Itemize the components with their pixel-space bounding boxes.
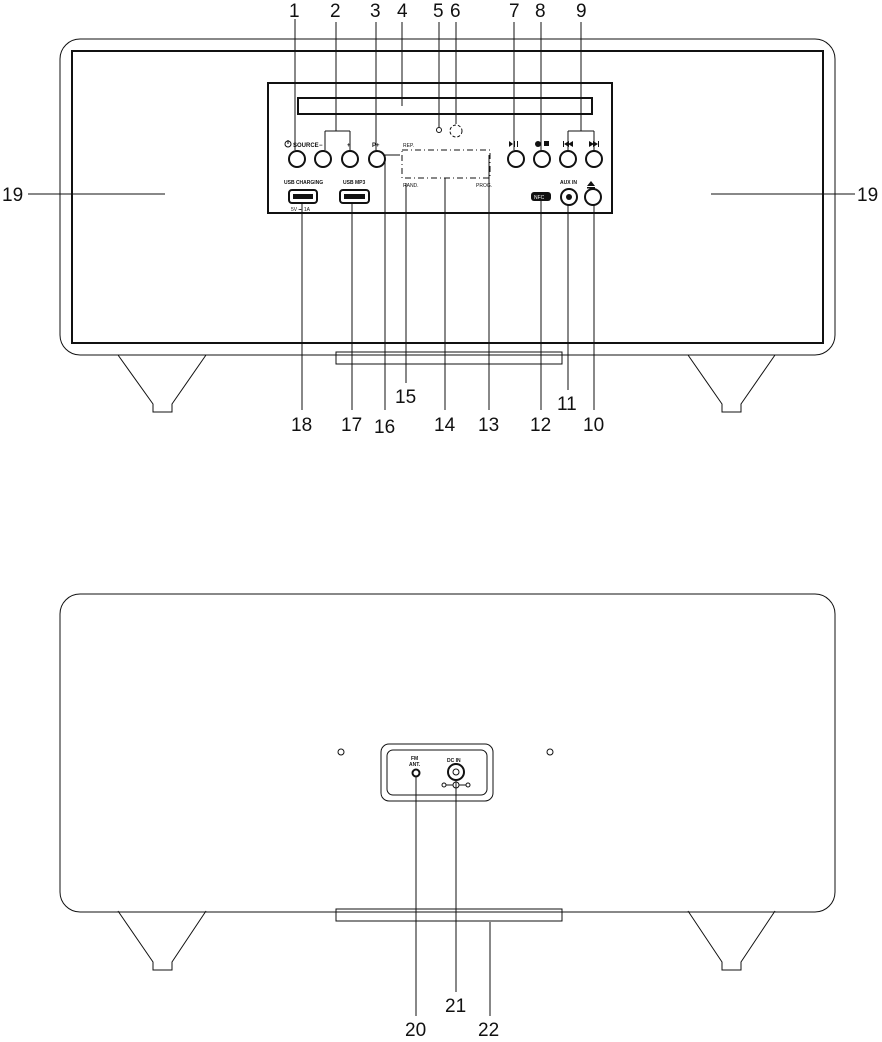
callout-15: 15 [395,387,416,408]
callout-6: 6 [450,1,461,22]
cd-slot [297,97,593,115]
front-cabinet-outer [59,38,836,356]
rear-connector-panel [380,743,494,802]
aux-in-jack-center [566,194,572,200]
callout-12: 12 [530,415,551,436]
front-cabinet-grille [71,50,824,344]
next-track-button[interactable] [585,150,603,168]
control-panel [267,82,613,214]
usb-mp3-port[interactable] [339,189,370,204]
callout-19-left: 19 [2,185,23,206]
aux-in-jack[interactable] [560,188,578,206]
rear-left-foot [117,910,207,971]
rep-label: REP. [403,143,414,149]
callout-13: 13 [478,415,499,436]
fm-antenna-socket[interactable] [411,768,421,778]
front-bottom-bar [335,351,563,365]
front-right-foot [687,354,776,413]
cd-stop-button[interactable] [533,150,551,168]
rear-leader-lines [415,777,491,1016]
aux-in-label: AUX IN [560,180,577,186]
callout-19-right: 19 [857,185,878,206]
callout-8: 8 [535,1,546,22]
callout-4: 4 [397,1,408,22]
rear-connector-panel-inner [386,749,488,796]
infrared-sensor-icon [449,124,463,138]
volume-down-label: − [319,143,323,149]
callout-5: 5 [433,1,444,22]
callout-10: 10 [583,415,604,436]
callout-11: 11 [557,394,577,415]
rear-view: FM ANT. DC IN 20 21 22 [59,593,836,1041]
fm-ant-label-line1: FM [411,756,418,762]
nfc-label: NFC [534,195,545,201]
usb-charging-port[interactable] [288,189,318,204]
volume-down-button[interactable] [314,150,332,168]
callout-16: 16 [374,417,395,438]
power-icon [284,140,292,148]
usb-charging-label: USB CHARGING [284,180,323,186]
prog-label: PROG. [476,183,492,189]
callout-9: 9 [576,1,587,22]
dc-in-jack[interactable] [447,763,465,781]
rand-label: RAND. [403,183,419,189]
preset-button[interactable] [368,150,386,168]
callout-21: 21 [445,996,466,1017]
rear-cabinet [59,593,836,913]
cd-stop-icon [535,141,549,147]
usb-charging-spec: 5V ⎓ 1A [291,207,311,213]
front-left-foot [117,354,207,413]
standby-led [436,127,442,133]
rear-screw-right [546,748,554,756]
source-label: SOURCE [293,143,319,149]
callout-3: 3 [370,1,381,22]
eject-button[interactable] [584,188,602,206]
eject-icon [587,181,595,189]
callout-17: 17 [341,415,362,436]
nfc-area [531,192,551,201]
volume-up-label: + [347,143,351,149]
dc-in-label: DC IN [447,758,461,764]
callout-1: 1 [289,1,300,22]
previous-track-button[interactable] [559,150,577,168]
rear-right-foot [687,910,776,971]
bluetooth-play-pause-button[interactable] [507,150,525,168]
callout-7: 7 [509,1,520,22]
usb-mp3-port-insert [344,194,365,199]
usb-charging-port-insert [293,194,313,199]
fm-ant-label-line2: ANT. [409,762,421,768]
rear-bottom-bar [335,908,563,922]
rear-screw-left [337,748,345,756]
source-button[interactable] [288,150,306,168]
callout-14: 14 [434,415,456,436]
lcd-display [401,149,491,179]
front-leader-lines [28,19,855,410]
volume-up-button[interactable] [341,150,359,168]
callout-22: 22 [478,1020,499,1041]
usb-mp3-label: USB MP3 [343,180,365,186]
callout-2: 2 [330,1,341,22]
dc-in-jack-center [452,768,460,776]
callout-18: 18 [291,415,312,436]
callout-20: 20 [405,1020,426,1041]
front-view: SOURCE − + P+ REP. RAND. PROG. [2,1,878,438]
